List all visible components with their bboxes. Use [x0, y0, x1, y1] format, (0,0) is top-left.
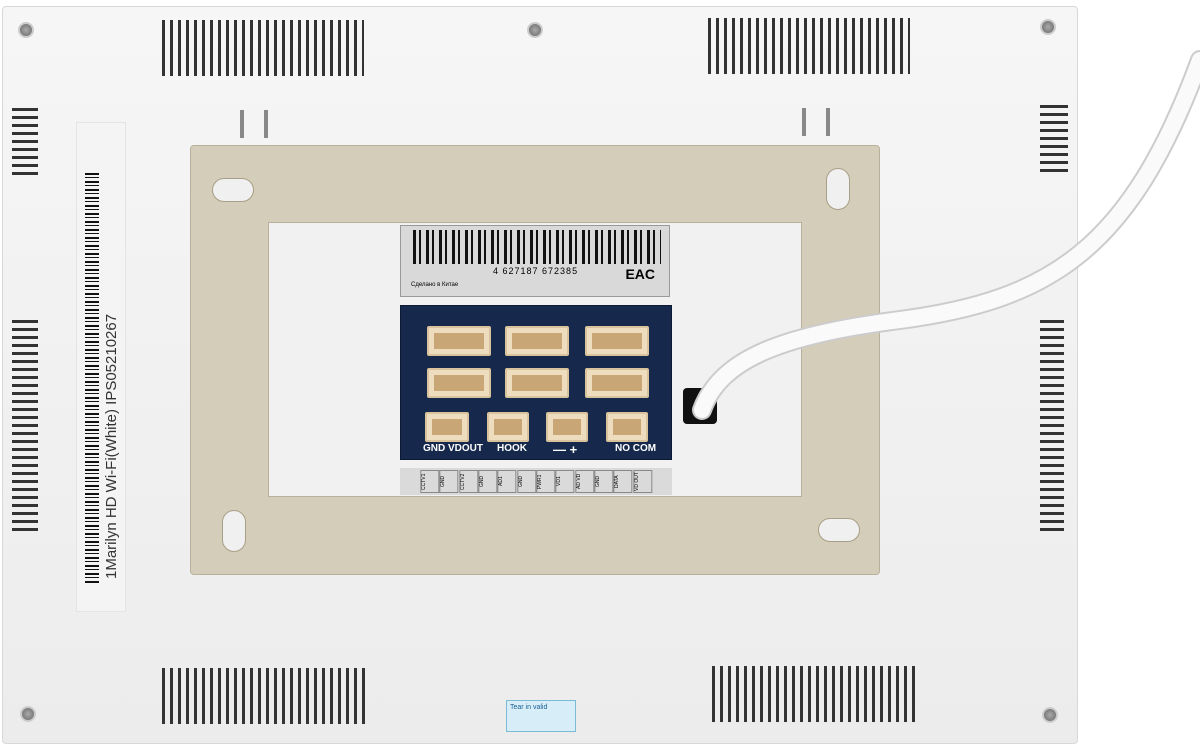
serial-sticker: 1Marilyn HD Wi-Fi(White) IPS05210267 — [76, 122, 126, 612]
seal-sticker: Tear in valid — [506, 700, 576, 732]
bracket-pin — [802, 108, 806, 136]
mount-slot — [222, 510, 246, 552]
connector — [546, 412, 588, 442]
vent — [708, 18, 910, 74]
connector — [505, 368, 569, 398]
vent — [1040, 320, 1064, 532]
pcb-label: — + — [553, 442, 578, 457]
vent — [162, 668, 366, 724]
pcb-label: NO COM — [615, 443, 657, 454]
vent — [12, 320, 38, 532]
pcb-label: HOOK — [497, 443, 527, 454]
connector — [425, 412, 469, 442]
mount-slot — [818, 518, 860, 542]
bracket-pin — [826, 108, 830, 136]
serial-barcode — [85, 173, 99, 583]
product-barcode — [413, 230, 661, 264]
vent — [712, 666, 916, 722]
terminal-strip: CCTV1 GND CCTV2 GND AD1 GND PWR1 VD1 AD … — [400, 468, 672, 495]
seal-text: Tear in valid — [510, 704, 548, 711]
screw — [20, 706, 36, 722]
vent — [1040, 105, 1068, 175]
connector — [427, 326, 491, 356]
screw — [18, 22, 34, 38]
eac-mark: EAC — [625, 266, 655, 282]
screw — [527, 22, 543, 38]
vent — [162, 20, 364, 76]
screw — [1040, 19, 1056, 35]
mount-slot — [212, 178, 254, 202]
connector — [585, 368, 649, 398]
pcb-label: GND VDOUT — [423, 443, 483, 454]
made-in-text: Сделано в Китае — [411, 282, 459, 288]
bracket-pin — [240, 110, 244, 138]
product-label: 4 627187 672385 Сделано в Китае EAC — [400, 225, 670, 297]
connector — [606, 412, 648, 442]
connector — [427, 368, 491, 398]
connector — [487, 412, 529, 442]
barcode-number: 4 627187 672385 — [493, 266, 579, 276]
screw — [1042, 707, 1058, 723]
mount-slot — [826, 168, 850, 210]
connector — [585, 326, 649, 356]
vent — [12, 108, 38, 178]
connector-board: GND VDOUT HOOK — + NO COM — [400, 305, 672, 460]
bracket-pin — [264, 110, 268, 138]
connector — [505, 326, 569, 356]
